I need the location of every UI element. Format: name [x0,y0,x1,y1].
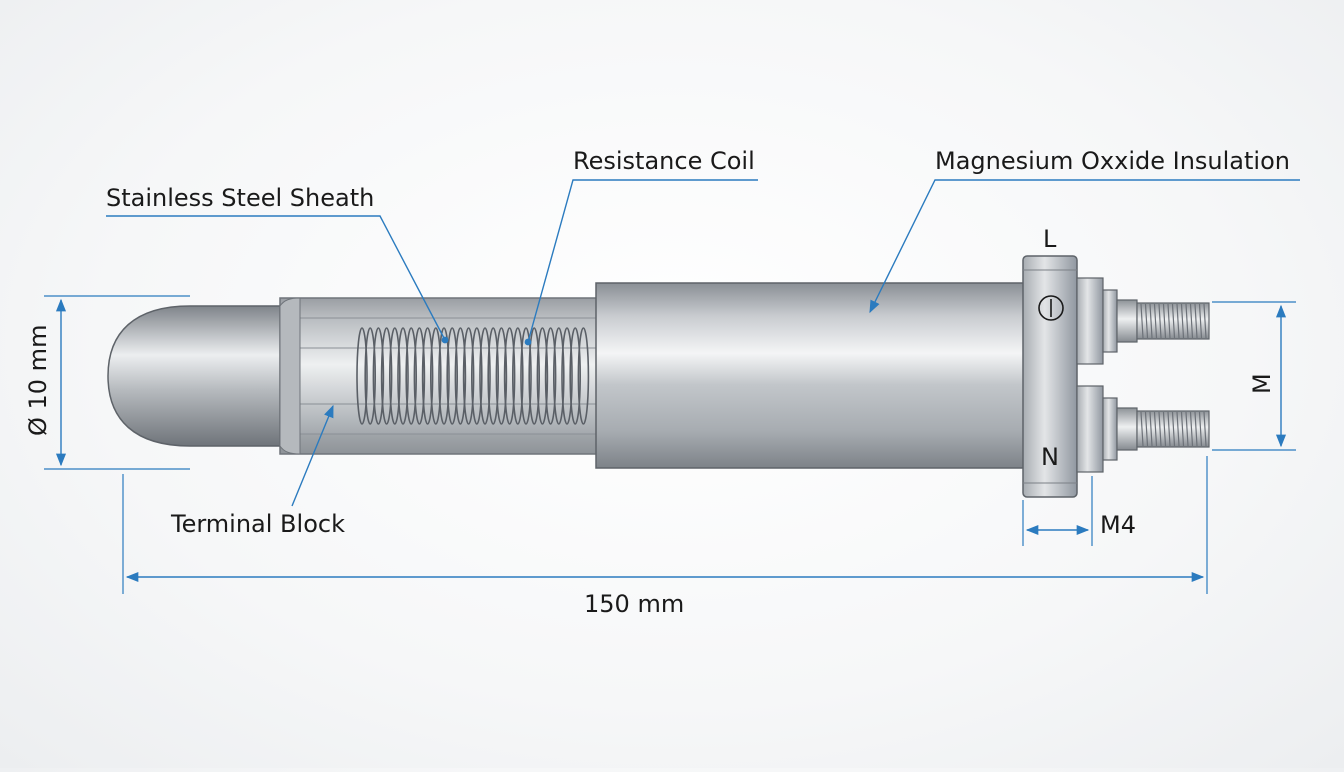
thread-groove [1140,411,1144,447]
coil-winding [511,327,524,425]
coil-winding [438,327,450,425]
dimension-length: 150 mm [122,456,1208,618]
coil-winding [446,327,459,425]
thread-groove [1203,411,1207,447]
thread-groove [1185,303,1189,339]
thread-groove [1203,303,1207,339]
thread-groove [1194,411,1198,447]
coil-winding [470,327,483,425]
coil-winding [421,327,434,425]
thread-groove [1176,303,1180,339]
thread-groove [1167,411,1171,447]
coil-winding [520,327,532,425]
sheath-tip [107,305,281,447]
thread-groove [1144,303,1149,339]
thread-groove [1153,411,1158,447]
coil-winding [372,327,385,425]
thread-groove [1158,303,1162,339]
terminal-stud-top [1076,277,1210,365]
thread-groove [1167,303,1171,339]
coil-winding [429,327,442,425]
thread-groove [1189,411,1194,447]
thread-groove [1162,411,1167,447]
coil-winding [552,327,565,425]
ground-icon [1038,295,1064,321]
label-terminal-block-group: Terminal Block [170,404,345,538]
thread-groove [1176,411,1180,447]
label-sheath-group: Stainless Steel Sheath [106,184,449,344]
coil-winding [561,327,573,425]
coil-winding [413,327,426,425]
thread-groove [1149,303,1153,339]
dimension-diameter: Ø 10 mm [24,295,190,470]
length-value: 150 mm [584,590,684,618]
terminal-neutral-label: N [1041,443,1059,471]
coil-winding [487,327,500,425]
thread-groove [1189,303,1194,339]
coil-winding [356,327,368,425]
diameter-value: Ø 10 mm [24,325,52,436]
thread-groove [1185,411,1189,447]
label-sheath: Stainless Steel Sheath [106,184,374,212]
thread-groove [1149,411,1153,447]
label-coil: Resistance Coil [573,147,755,175]
coil-winding [462,327,475,425]
resistance-coil [356,327,590,425]
coil-winding [544,327,557,425]
coil-winding [528,327,541,425]
coil-winding [479,327,491,425]
coil-winding [495,327,508,425]
coil-winding [536,327,549,425]
coil-winding [569,327,582,425]
coil-winding [380,327,393,425]
thread-groove [1198,303,1203,339]
terminal-flange [1022,255,1078,498]
thread-value: M4 [1100,511,1136,539]
coil-winding [397,327,409,425]
coil-winding [388,327,401,425]
dimension-thread: M4 [1022,476,1136,546]
terminal-line-label: L [1043,225,1057,253]
label-insulation-group: Magnesium Oxxide Insulation [869,147,1300,314]
thread-groove [1158,411,1162,447]
coil-winding [405,327,418,425]
thread-groove [1171,303,1176,339]
thread-groove [1180,411,1185,447]
coil-winding [577,327,590,425]
thread-groove [1171,411,1176,447]
label-insulation: Magnesium Oxxide Insulation [935,147,1290,175]
thread-groove [1198,411,1203,447]
label-terminal-block: Terminal Block [170,510,345,538]
coil-winding [454,327,467,425]
spacing-value: M [1248,373,1276,394]
thread-groove [1144,411,1149,447]
coil-winding [503,327,516,425]
thread-groove [1153,303,1158,339]
label-coil-group: Resistance Coil [524,147,758,346]
thread-groove [1162,303,1167,339]
thread-groove [1140,303,1144,339]
thread-groove [1180,303,1185,339]
coil-winding [364,327,377,425]
terminal-stud-bottom [1076,385,1210,473]
sheath-body [595,282,1029,469]
thread-groove [1194,303,1198,339]
dimension-terminal-spacing: M [1212,301,1296,451]
